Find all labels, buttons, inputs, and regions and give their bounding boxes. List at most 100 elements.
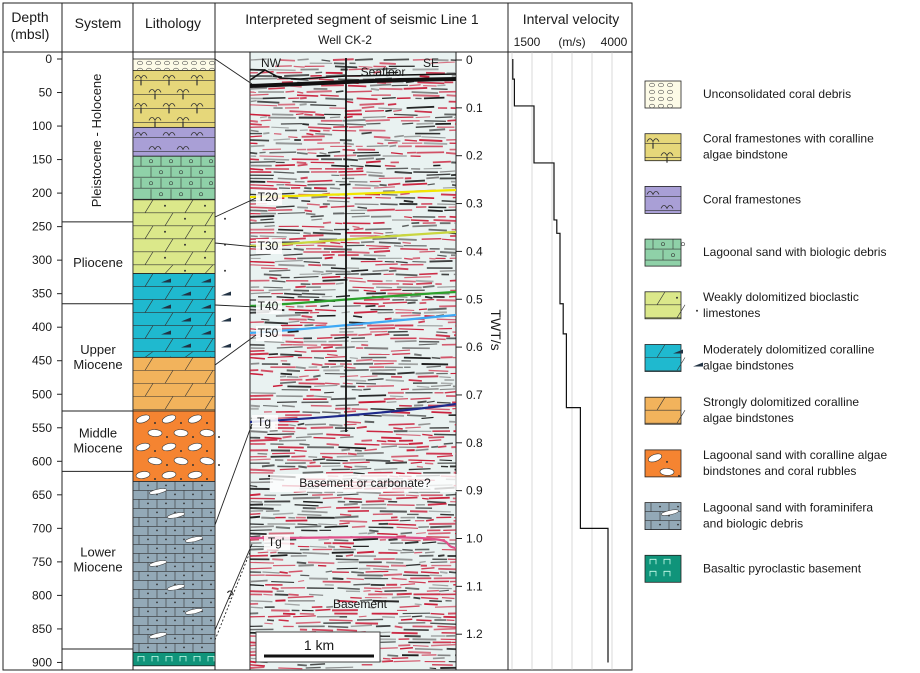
system-label-line: Lower: [80, 545, 116, 560]
reflection: [260, 218, 274, 221]
reflection: [381, 414, 405, 417]
reflection: [405, 179, 425, 183]
reflection: [250, 507, 274, 510]
reflection: [422, 285, 435, 289]
reflection: [385, 379, 405, 382]
reflection: [325, 270, 351, 273]
reflection: [250, 579, 268, 583]
reflection: [441, 596, 455, 600]
reflection: [288, 593, 299, 596]
reflection: [343, 465, 353, 469]
interval-velocity-panel: [511, 52, 613, 670]
reflection: [302, 123, 310, 126]
reflection: [271, 280, 286, 283]
reflection: [429, 257, 436, 260]
reflection: [357, 154, 381, 157]
system-label-line: Miocene: [73, 560, 122, 575]
depth-tick-label: 50: [39, 86, 53, 100]
reflection: [388, 269, 397, 273]
reflection: [365, 160, 381, 164]
horizon-label: T40: [258, 299, 279, 313]
reflection: [274, 416, 298, 420]
reflection: [299, 103, 307, 106]
reflection: [335, 295, 351, 298]
reflection: [396, 526, 419, 529]
reflection: [449, 215, 456, 218]
reflection: [272, 452, 296, 455]
reflection: [306, 132, 314, 136]
reflection: [353, 583, 371, 586]
reflection: [250, 260, 275, 264]
reflection: [309, 461, 316, 465]
reflection: [349, 500, 363, 503]
reflection: [310, 426, 334, 429]
reflection: [400, 583, 416, 586]
depth-unit-header: (mbsl): [11, 26, 50, 42]
reflection: [455, 452, 456, 455]
reflection: [297, 523, 318, 526]
reflection: [417, 81, 445, 85]
reflection: [384, 317, 392, 321]
reflection: [289, 110, 316, 114]
reflection: [327, 545, 336, 549]
reflection: [250, 600, 273, 603]
reflection: [358, 394, 387, 397]
reflection: [434, 605, 456, 608]
reflection: [417, 375, 439, 378]
reflection: [277, 552, 302, 555]
reflection: [353, 315, 363, 318]
reflection: [420, 596, 439, 600]
reflection: [317, 244, 343, 248]
reflection: [448, 504, 456, 506]
lith-fill: [644, 502, 682, 531]
reflection: [311, 628, 334, 632]
reflection: [300, 176, 308, 180]
depth-axis: 0501001502002503003504004505005506006507…: [32, 52, 62, 669]
twt-tick-label: 1.2: [466, 627, 483, 641]
reflection: [382, 616, 395, 619]
reflection: [310, 104, 337, 107]
reflection: [366, 145, 389, 148]
reflection: [445, 493, 456, 496]
reflection: [280, 493, 309, 496]
horizon-label: Tg': [268, 535, 284, 549]
reflection: [374, 333, 390, 337]
reflection: [412, 388, 439, 391]
depth-tick-label: 800: [32, 588, 52, 602]
reflection: [309, 545, 327, 548]
reflection: [276, 401, 297, 404]
reflection: [250, 606, 264, 609]
reflection: [412, 645, 429, 647]
reflection: [345, 554, 354, 557]
reflection: [294, 449, 307, 452]
reflection: [250, 187, 278, 191]
reflection: [335, 90, 344, 93]
reflection: [343, 277, 363, 280]
reflection: [410, 219, 429, 222]
reflection: [429, 128, 446, 132]
correlation-line: [214, 197, 257, 218]
reflection: [294, 504, 319, 507]
reflection: [405, 563, 421, 567]
reflection: [257, 100, 280, 104]
reflection: [402, 182, 428, 186]
reflection: [398, 328, 424, 331]
reflection: [419, 75, 430, 78]
reflection: [391, 454, 419, 458]
reflection: [452, 497, 456, 500]
reflection: [421, 567, 435, 570]
reflection: [439, 571, 448, 574]
reflection: [356, 550, 374, 554]
reflection: [250, 160, 276, 164]
reflection: [351, 269, 369, 273]
reflection: [339, 375, 359, 378]
reflection: [298, 579, 305, 583]
reflection: [404, 257, 413, 260]
reflection: [364, 347, 389, 350]
reflection: [372, 269, 389, 272]
reflection: [286, 369, 301, 373]
reflection: [374, 186, 395, 189]
reflection: [261, 318, 270, 321]
reflection: [250, 468, 275, 472]
reflection: [451, 183, 456, 187]
